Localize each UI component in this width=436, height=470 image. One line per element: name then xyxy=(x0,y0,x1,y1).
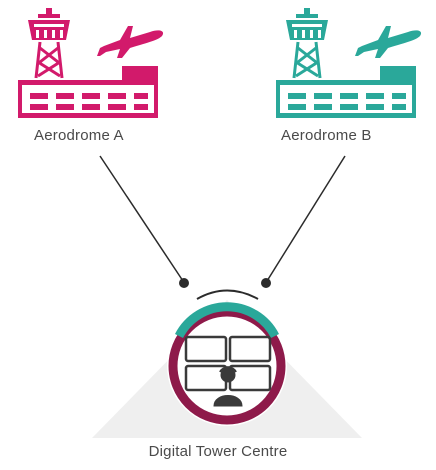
connection-line-a xyxy=(99,155,184,282)
connection-dot-b xyxy=(261,278,271,288)
aerodrome-a-label: Aerodrome A xyxy=(34,127,124,144)
aerodrome-b-icon xyxy=(276,8,422,118)
connection-dot-a xyxy=(179,278,189,288)
signal-arc xyxy=(196,289,259,300)
aerodrome-b-label: Aerodrome B xyxy=(281,127,372,144)
connection-lines xyxy=(99,155,346,300)
connection-line-b xyxy=(266,155,346,282)
aerodrome-a-icon xyxy=(18,8,164,118)
digital-tower-centre-icon xyxy=(167,302,287,426)
digital-tower-centre-label: Digital Tower Centre xyxy=(148,443,288,460)
